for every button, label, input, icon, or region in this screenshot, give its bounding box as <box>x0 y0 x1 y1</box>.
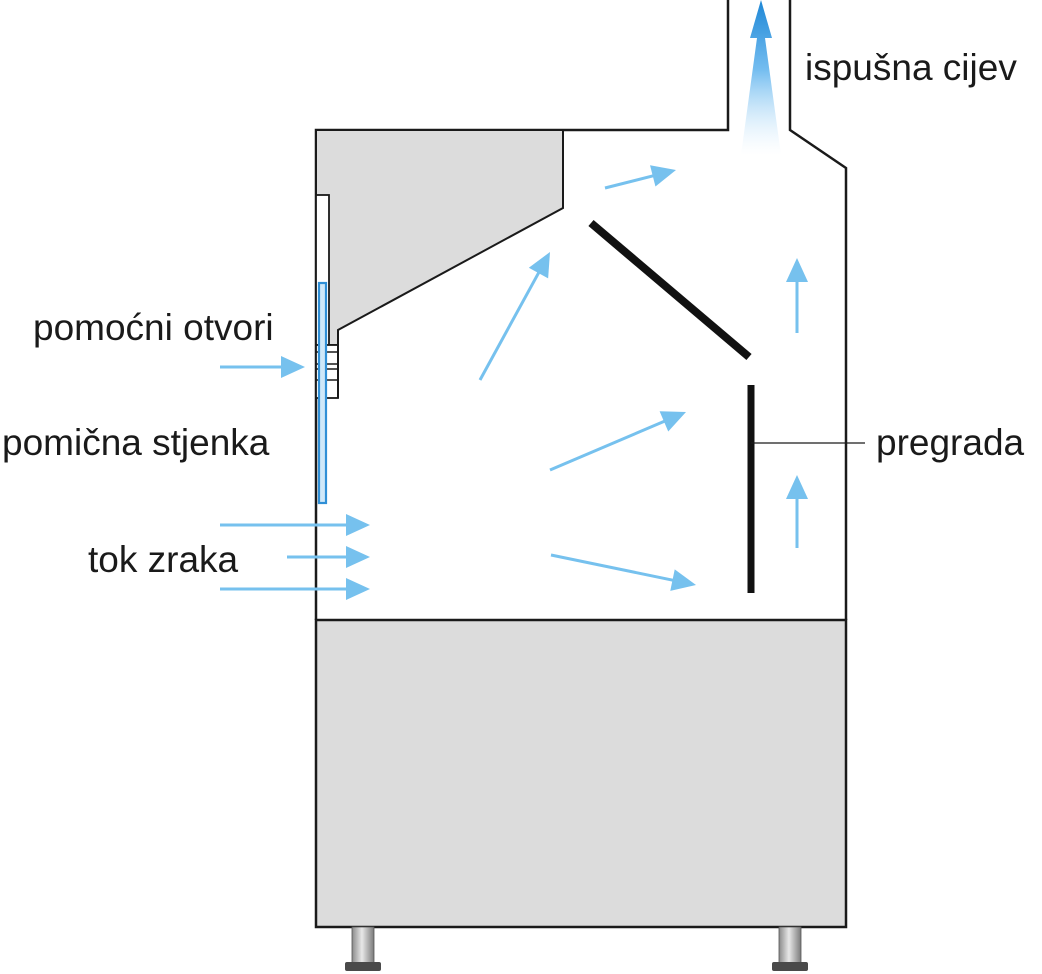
baffle-upper <box>588 219 752 361</box>
rear-up-arrow-upper-icon <box>786 258 808 333</box>
baffle-label: pregrada <box>876 422 1025 463</box>
lower-arrow-shaft <box>550 553 677 583</box>
rising-arrow-left-head <box>528 252 550 279</box>
sliding-sash <box>317 281 328 505</box>
rear-up-arrow-upper-head <box>786 258 808 282</box>
inflow-arrow-bottom-head <box>346 578 370 600</box>
rising-arrow-left-shaft <box>478 268 542 381</box>
upper-arrow-icon <box>604 165 676 190</box>
base-cabinet <box>314 618 848 929</box>
auxiliary-openings-label: pomoćni otvori <box>33 307 274 348</box>
exhaust-arrow-icon <box>741 0 781 155</box>
lower-arrow-icon <box>550 553 696 591</box>
right-foot <box>772 926 808 971</box>
aux-opening-arrow-icon <box>220 356 305 378</box>
inflow-arrow-bottom-icon <box>220 578 370 600</box>
lower-arrow-head <box>670 569 696 591</box>
inflow-arrow-top-head <box>346 514 370 536</box>
exhaust-pipe-label: ispušna cijev <box>805 47 1017 88</box>
inflow-arrow-top-icon <box>220 514 370 536</box>
sliding-sash-label: pomična stjenka <box>2 422 270 463</box>
inflow-arrow-middle-icon <box>287 546 370 568</box>
middle-arrow-shaft <box>549 418 669 472</box>
upper-arrow-head <box>650 165 676 187</box>
rear-up-arrow-lower-head <box>786 475 808 499</box>
airflow-label: tok zraka <box>88 539 239 580</box>
middle-arrow-head <box>659 411 686 432</box>
rear-up-arrow-lower-icon <box>786 475 808 548</box>
rising-arrow-left-icon <box>478 252 550 381</box>
middle-arrow-icon <box>549 411 686 472</box>
aux-opening-arrow-head <box>281 356 305 378</box>
airflow-arrows <box>220 165 808 600</box>
upper-arrow-shaft <box>604 173 657 190</box>
upper-panel <box>315 129 564 346</box>
inflow-arrow-middle-head <box>346 546 370 568</box>
left-foot <box>345 926 381 971</box>
